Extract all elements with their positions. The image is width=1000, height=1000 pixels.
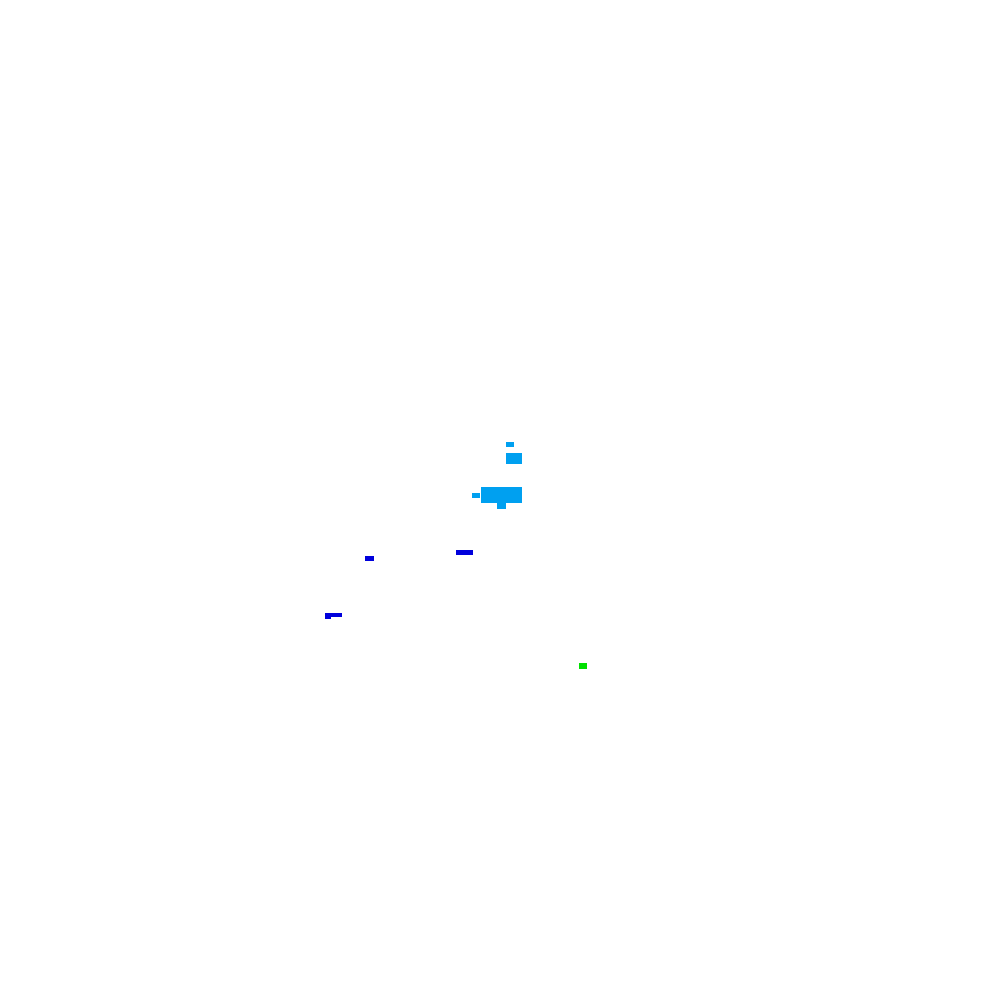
green-mark-cell xyxy=(579,663,587,669)
blue-marks-cell xyxy=(325,617,331,619)
cyan-cluster-cell xyxy=(481,487,489,493)
blue-marks-cell xyxy=(365,556,374,561)
cyan-cluster-cell xyxy=(472,493,480,498)
blue-marks-cell xyxy=(325,613,342,617)
cyan-cluster-cell xyxy=(497,503,506,509)
cyan-cluster-cell xyxy=(506,453,522,464)
cyan-cluster-cell xyxy=(481,493,489,503)
cyan-cluster-cell xyxy=(506,442,514,447)
blue-marks-cell xyxy=(456,550,473,555)
cyan-cluster-cell xyxy=(489,487,522,503)
